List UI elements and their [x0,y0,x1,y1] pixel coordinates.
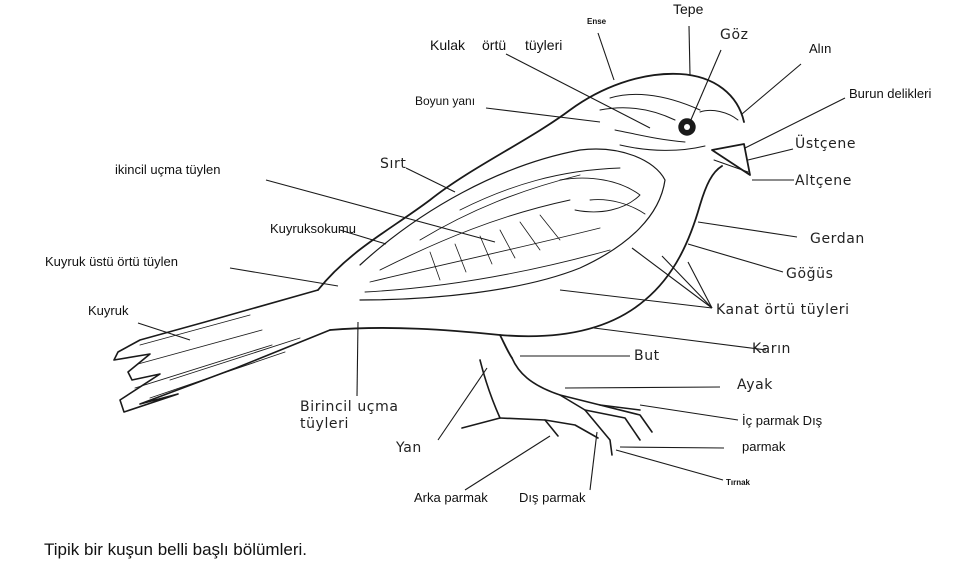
label-burun-delikleri: Burun delikleri [849,86,932,101]
label-gerdan: Gerdan [810,231,865,247]
label-goz: Göz [720,27,749,43]
bird-beak [711,143,751,176]
label-altcene: Altçene [795,173,852,189]
bird-tail [113,289,331,413]
label-boyun-yani: Boyun yanı [415,94,476,108]
label-birincil-tuyleri: tüyleri [300,416,349,432]
label-kuyruk-ustu: Kuyruk üstü örtü tüylen [45,254,178,269]
label-tepe: Tepe [673,1,704,17]
label-birincil-ucma: Birincil uçma [300,399,399,415]
label-kulak-ortu: örtü [482,37,507,53]
figure-caption: Tipik bir kuşun belli başlı bölümleri. [44,540,307,559]
label-ense: Ense [587,17,607,26]
label-ayak: Ayak [737,377,773,393]
label-sirt: Sırt [380,156,407,172]
bird-body [317,72,745,359]
label-kulak-tuyleri: tüyleri [525,37,563,53]
label-tirnak: Tırnak [726,478,751,487]
bird-head [599,93,739,151]
label-kuyruk: Kuyruk [88,303,129,318]
label-dis-parmak: Dış parmak [519,490,586,505]
bird-legs [461,357,653,456]
bird-wing [359,148,666,301]
label-kulak: Kulak [430,37,466,53]
label-but: But [634,348,660,364]
label-kanat-ortu: Kanat örtü tüyleri [716,302,850,318]
label-yan: Yan [396,440,422,456]
leader-lines [137,25,846,491]
label-karin: Karın [752,341,792,357]
label-ic-parmak: İç parmak Dış [742,413,823,428]
label-ustcene: Üstçene [795,136,857,152]
label-dis-parmak-right: parmak [742,439,786,454]
label-alin: Alın [809,41,832,56]
label-kuyruksokumu: Kuyruksokumu [270,221,356,236]
label-ikincil-ucma: ikincil uçma tüylen [115,162,221,177]
label-gogus: Göğüs [786,266,834,282]
label-arka-parmak: Arka parmak [414,490,488,505]
